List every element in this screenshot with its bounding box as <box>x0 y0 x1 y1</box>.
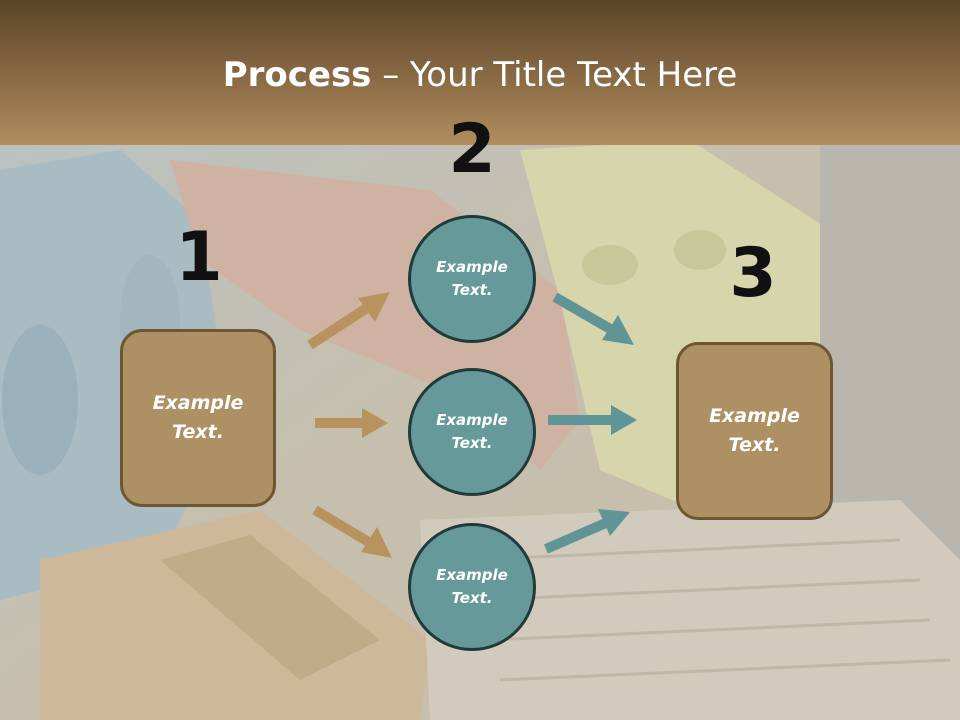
title-bold: Process <box>222 55 372 95</box>
title-rest: – Your Title Text Here <box>371 55 738 95</box>
circle-top: Example Text. <box>408 215 536 343</box>
circle-middle: Example Text. <box>408 368 536 496</box>
circle-bottom: Example Text. <box>408 523 536 651</box>
circle-top-label: Example Text. <box>436 258 508 299</box>
circle-bottom-label: Example Text. <box>436 566 508 607</box>
arrow-1-to-top <box>307 292 390 350</box>
step-number-1: 1 <box>175 218 223 297</box>
arrow-bottom-to-3 <box>544 509 630 554</box>
step-1-box: Example Text. <box>120 329 276 507</box>
step-1-label: Example Text. <box>152 392 244 443</box>
arrow-1-to-middle <box>315 408 388 438</box>
arrow-middle-to-3 <box>548 405 637 435</box>
step-number-2: 2 <box>448 110 496 189</box>
title-band: Process – Your Title Text Here <box>0 0 960 145</box>
step-3-box: Example Text. <box>676 342 833 520</box>
circle-middle-label: Example Text. <box>436 411 508 452</box>
step-3-label: Example Text. <box>709 405 800 456</box>
step-number-3: 3 <box>729 234 777 313</box>
arrow-top-to-3 <box>552 292 634 345</box>
arrow-1-to-bottom <box>312 505 392 558</box>
slide-title: Process – Your Title Text Here <box>0 52 960 98</box>
